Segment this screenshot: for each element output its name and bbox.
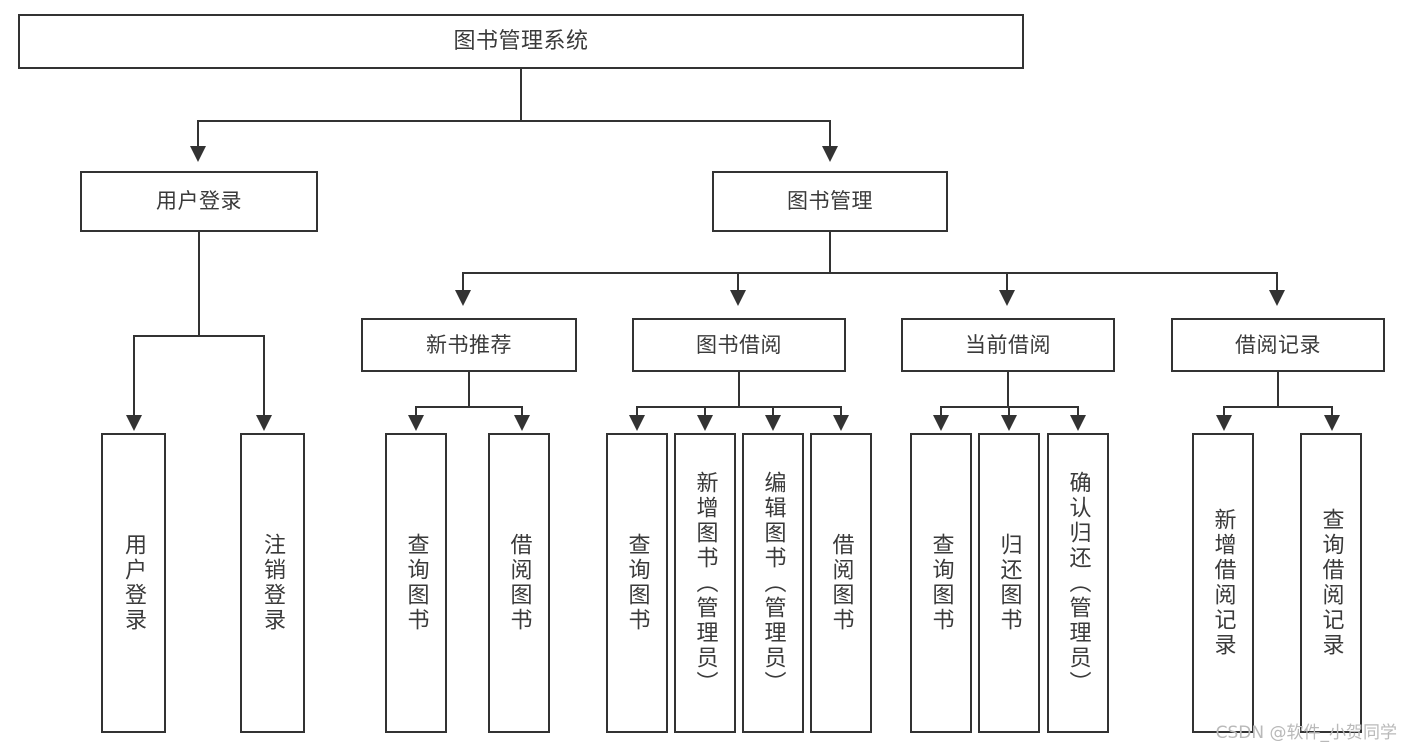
node-leaf-logout-login[interactable]: 注销登录 <box>240 433 305 733</box>
arrow-leaf-query-book-3 <box>933 415 949 431</box>
node-new-book-recommend[interactable]: 新书推荐 <box>361 318 577 372</box>
connector-new-book-drop-2 <box>521 406 523 418</box>
arrow-to-borrow-record <box>1269 290 1285 306</box>
node-leaf-add-record[interactable]: 新增借阅记录 <box>1192 433 1254 733</box>
connector-book-borrow-bus <box>636 406 842 408</box>
connector-borrow-record-drop-2 <box>1331 406 1333 418</box>
node-label: 注销登录 <box>260 533 286 633</box>
node-label: 查询图书 <box>403 533 429 633</box>
node-label: 新书推荐 <box>426 332 512 357</box>
node-label: 借阅记录 <box>1235 332 1321 357</box>
connector-user-login-drop-2 <box>263 335 265 417</box>
connector-book-manage-stem <box>829 232 831 274</box>
node-leaf-confirm-return[interactable]: 确认归还（管理员） <box>1047 433 1109 733</box>
node-current-borrow[interactable]: 当前借阅 <box>901 318 1115 372</box>
connector-book-borrow-drop-2 <box>704 406 706 418</box>
connector-new-book-stem <box>468 372 470 408</box>
node-label: 用户登录 <box>121 533 147 633</box>
node-leaf-borrow-book-2[interactable]: 借阅图书 <box>810 433 872 733</box>
arrow-leaf-borrow-book-1 <box>514 415 530 431</box>
arrow-leaf-query-book-2 <box>629 415 645 431</box>
node-label: 查询借阅记录 <box>1318 508 1344 658</box>
arrow-leaf-query-record <box>1324 415 1340 431</box>
node-label: 新增借阅记录 <box>1210 508 1236 658</box>
connector-borrow-record-stem <box>1277 372 1279 408</box>
connector-book-borrow-drop-1 <box>636 406 638 418</box>
node-label: 借阅图书 <box>828 533 854 633</box>
node-leaf-borrow-book-1[interactable]: 借阅图书 <box>488 433 550 733</box>
watermark-text: CSDN @软件_小贺同学 <box>1215 723 1397 743</box>
connector-book-borrow-drop-3 <box>772 406 774 418</box>
node-leaf-query-record[interactable]: 查询借阅记录 <box>1300 433 1362 733</box>
connector-new-book-drop-1 <box>415 406 417 418</box>
node-leaf-edit-book[interactable]: 编辑图书（管理员） <box>742 433 804 733</box>
node-leaf-query-book-3[interactable]: 查询图书 <box>910 433 972 733</box>
node-label: 图书借阅 <box>696 332 782 357</box>
arrow-leaf-query-book-1 <box>408 415 424 431</box>
arrow-to-current-borrow <box>999 290 1015 306</box>
node-label: 编辑图书（管理员） <box>760 470 786 696</box>
node-label: 用户登录 <box>156 189 242 214</box>
node-label: 归还图书 <box>996 533 1022 633</box>
arrow-leaf-return-book <box>1001 415 1017 431</box>
connector-book-borrow-drop-4 <box>840 406 842 418</box>
connector-to-book-manage <box>829 120 831 148</box>
connector-level2-bus <box>197 120 831 122</box>
node-leaf-add-book[interactable]: 新增图书（管理员） <box>674 433 736 733</box>
arrow-leaf-add-record <box>1216 415 1232 431</box>
node-leaf-user-login[interactable]: 用户登录 <box>101 433 166 733</box>
arrow-leaf-confirm-return <box>1070 415 1086 431</box>
node-borrow-record[interactable]: 借阅记录 <box>1171 318 1385 372</box>
arrow-to-new-book-recommend <box>455 290 471 306</box>
node-label: 查询图书 <box>624 533 650 633</box>
arrow-leaf-edit-book <box>765 415 781 431</box>
connector-root-stem <box>520 69 522 121</box>
node-leaf-return-book[interactable]: 归还图书 <box>978 433 1040 733</box>
node-label: 图书管理 <box>787 189 873 214</box>
connector-borrow-record-drop-1 <box>1223 406 1225 418</box>
connector-user-login-stem <box>198 232 200 336</box>
arrow-leaf-logout-login <box>256 415 272 431</box>
node-label: 借阅图书 <box>506 533 532 633</box>
connector-to-borrow-record <box>1276 272 1278 292</box>
connector-to-book-borrow <box>737 272 739 292</box>
node-label: 图书管理系统 <box>453 28 589 54</box>
node-label: 查询图书 <box>928 533 954 633</box>
arrow-to-book-manage <box>822 146 838 162</box>
arrow-leaf-add-book <box>697 415 713 431</box>
node-leaf-query-book-2[interactable]: 查询图书 <box>606 433 668 733</box>
connector-level3-bus <box>462 272 1278 274</box>
node-book-manage[interactable]: 图书管理 <box>712 171 948 232</box>
connector-new-book-bus <box>415 406 523 408</box>
connector-current-borrow-drop-2 <box>1008 406 1010 418</box>
arrow-leaf-borrow-book-2 <box>833 415 849 431</box>
arrow-leaf-user-login <box>126 415 142 431</box>
node-label: 新增图书（管理员） <box>692 470 718 696</box>
arrow-to-book-borrow <box>730 290 746 306</box>
connector-to-current-borrow <box>1006 272 1008 292</box>
connector-current-borrow-stem <box>1007 372 1009 408</box>
node-label: 当前借阅 <box>965 332 1051 357</box>
node-root-system[interactable]: 图书管理系统 <box>18 14 1024 69</box>
connector-current-borrow-drop-1 <box>940 406 942 418</box>
connector-borrow-record-bus <box>1223 406 1333 408</box>
connector-to-user-login <box>197 120 199 148</box>
connector-current-borrow-drop-3 <box>1077 406 1079 418</box>
node-book-borrow[interactable]: 图书借阅 <box>632 318 846 372</box>
node-label: 确认归还（管理员） <box>1065 470 1091 696</box>
arrow-to-user-login <box>190 146 206 162</box>
connector-to-new-book-recommend <box>462 272 464 292</box>
node-leaf-query-book-1[interactable]: 查询图书 <box>385 433 447 733</box>
connector-book-borrow-stem <box>738 372 740 408</box>
connector-user-login-drop-1 <box>133 335 135 417</box>
node-user-login[interactable]: 用户登录 <box>80 171 318 232</box>
connector-user-login-bus <box>133 335 265 337</box>
